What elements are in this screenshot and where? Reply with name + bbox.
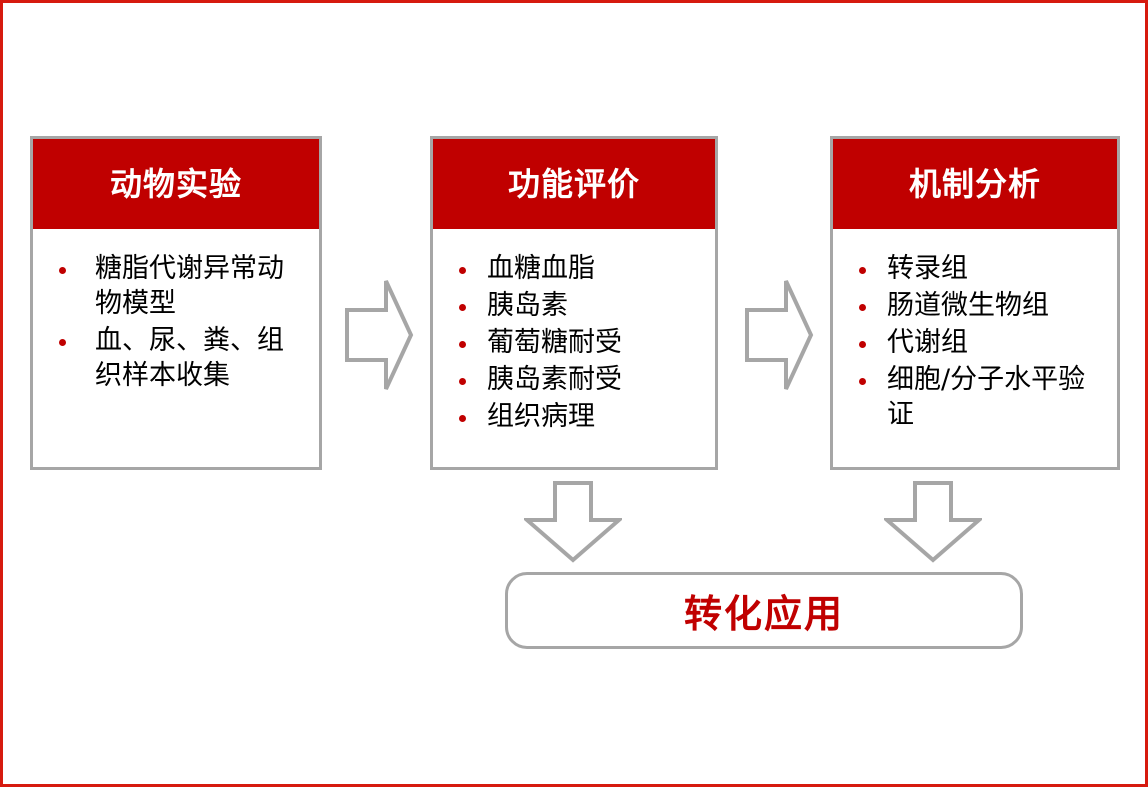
bullet-list-animal-experiment: 糖脂代谢异常动物模型 血、尿、粪、组织样本收集 xyxy=(43,251,309,393)
arrow-stage2-to-stage3-icon xyxy=(744,278,814,392)
list-item: 胰岛素耐受 xyxy=(443,362,705,397)
stage-body-animal-experiment: 糖脂代谢异常动物模型 血、尿、粪、组织样本收集 xyxy=(33,229,319,467)
stage-body-function-evaluation: 血糖血脂 胰岛素 葡萄糖耐受 胰岛素耐受 组织病理 xyxy=(433,229,715,467)
result-box-translational-application[interactable]: 转化应用 xyxy=(505,572,1023,649)
list-item: 胰岛素 xyxy=(443,288,705,323)
stage-title-mechanism-analysis: 机制分析 xyxy=(833,139,1117,229)
list-item: 代谢组 xyxy=(843,325,1107,360)
bullet-list-function-evaluation: 血糖血脂 胰岛素 葡萄糖耐受 胰岛素耐受 组织病理 xyxy=(443,251,705,434)
arrow-stage3-to-result-icon xyxy=(884,480,982,564)
stage-body-mechanism-analysis: 转录组 肠道微生物组 代谢组 细胞/分子水平验证 xyxy=(833,229,1117,467)
stage-title-function-evaluation: 功能评价 xyxy=(433,139,715,229)
list-item: 血糖血脂 xyxy=(443,251,705,286)
list-item: 肠道微生物组 xyxy=(843,288,1107,323)
result-label: 转化应用 xyxy=(683,592,844,636)
list-item: 血、尿、粪、组织样本收集 xyxy=(43,323,309,393)
stage-box-function-evaluation[interactable]: 功能评价 血糖血脂 胰岛素 葡萄糖耐受 胰岛素耐受 组织病理 xyxy=(430,136,718,470)
stage-box-mechanism-analysis[interactable]: 机制分析 转录组 肠道微生物组 代谢组 细胞/分子水平验证 xyxy=(830,136,1120,470)
list-item: 糖脂代谢异常动物模型 xyxy=(43,251,309,321)
stage-title-animal-experiment: 动物实验 xyxy=(33,139,319,229)
list-item: 细胞/分子水平验证 xyxy=(843,362,1107,432)
arrow-stage1-to-stage2-icon xyxy=(344,278,414,392)
list-item: 转录组 xyxy=(843,251,1107,286)
list-item: 葡萄糖耐受 xyxy=(443,325,705,360)
list-item: 组织病理 xyxy=(443,399,705,434)
stage-box-animal-experiment[interactable]: 动物实验 糖脂代谢异常动物模型 血、尿、粪、组织样本收集 xyxy=(30,136,322,470)
bullet-list-mechanism-analysis: 转录组 肠道微生物组 代谢组 细胞/分子水平验证 xyxy=(843,251,1107,432)
arrow-stage2-to-result-icon xyxy=(524,480,622,564)
